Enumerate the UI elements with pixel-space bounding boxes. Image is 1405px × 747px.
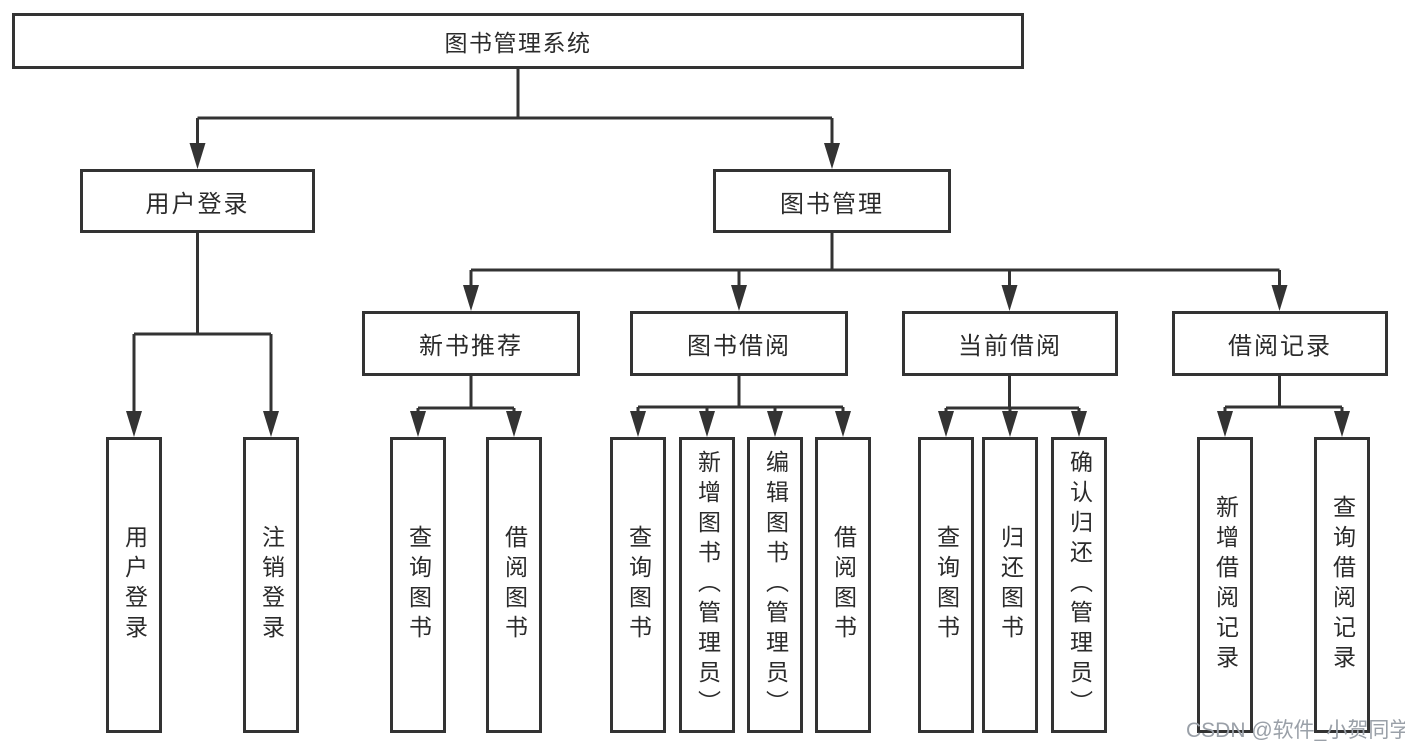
node-book-borrowing: 图书借阅	[630, 311, 848, 376]
leaf-query-borrow-record: 查询借阅记录	[1314, 437, 1370, 733]
leaf-query-books-borrowing-label: 查询图书	[625, 525, 652, 645]
leaf-edit-book-admin-label: 编辑图书（管理员）	[762, 450, 789, 720]
node-user-login: 用户登录	[80, 169, 315, 233]
node-current-borrowing: 当前借阅	[902, 311, 1118, 376]
leaf-add-borrow-record: 新增借阅记录	[1197, 437, 1253, 733]
leaf-add-book-admin-label: 新增图书（管理员）	[694, 450, 721, 720]
leaf-borrow-books-recommend-label: 借阅图书	[501, 525, 528, 645]
node-new-book-recommend-label: 新书推荐	[419, 333, 523, 360]
node-book-borrowing-label: 图书借阅	[687, 333, 791, 360]
node-current-borrowing-label: 当前借阅	[958, 333, 1062, 360]
node-book-management: 图书管理	[713, 169, 951, 233]
leaf-borrow-books-recommend: 借阅图书	[486, 437, 542, 733]
leaf-borrow-books-borrowing-label: 借阅图书	[830, 525, 857, 645]
leaf-query-books-current: 查询图书	[918, 437, 974, 733]
csdn-watermark: CSDN @软件_小贺同学	[1186, 719, 1405, 742]
leaf-query-borrow-record-label: 查询借阅记录	[1329, 495, 1356, 675]
leaf-return-books-label: 归还图书	[997, 525, 1024, 645]
leaf-query-books-recommend: 查询图书	[390, 437, 446, 733]
node-borrowing-records: 借阅记录	[1172, 311, 1388, 376]
leaf-confirm-return-admin: 确认归还（管理员）	[1051, 437, 1107, 733]
leaf-user-login-label: 用户登录	[121, 525, 148, 645]
leaf-borrow-books-borrowing: 借阅图书	[815, 437, 871, 733]
leaf-user-login: 用户登录	[106, 437, 162, 733]
node-root: 图书管理系统	[12, 13, 1024, 69]
leaf-query-books-current-label: 查询图书	[933, 525, 960, 645]
leaf-query-books-recommend-label: 查询图书	[405, 525, 432, 645]
node-user-login-label: 用户登录	[145, 190, 250, 218]
node-root-label: 图书管理系统	[444, 30, 592, 56]
node-borrowing-records-label: 借阅记录	[1228, 333, 1332, 360]
leaf-add-borrow-record-label: 新增借阅记录	[1212, 495, 1239, 675]
node-new-book-recommend: 新书推荐	[362, 311, 580, 376]
leaf-edit-book-admin: 编辑图书（管理员）	[747, 437, 803, 733]
node-book-management-label: 图书管理	[780, 190, 884, 218]
leaf-query-books-borrowing: 查询图书	[610, 437, 666, 733]
leaf-return-books: 归还图书	[982, 437, 1038, 733]
leaf-logout-label: 注销登录	[258, 525, 285, 645]
leaf-logout: 注销登录	[243, 437, 299, 733]
leaf-add-book-admin: 新增图书（管理员）	[679, 437, 735, 733]
leaf-confirm-return-admin-label: 确认归还（管理员）	[1066, 450, 1093, 720]
